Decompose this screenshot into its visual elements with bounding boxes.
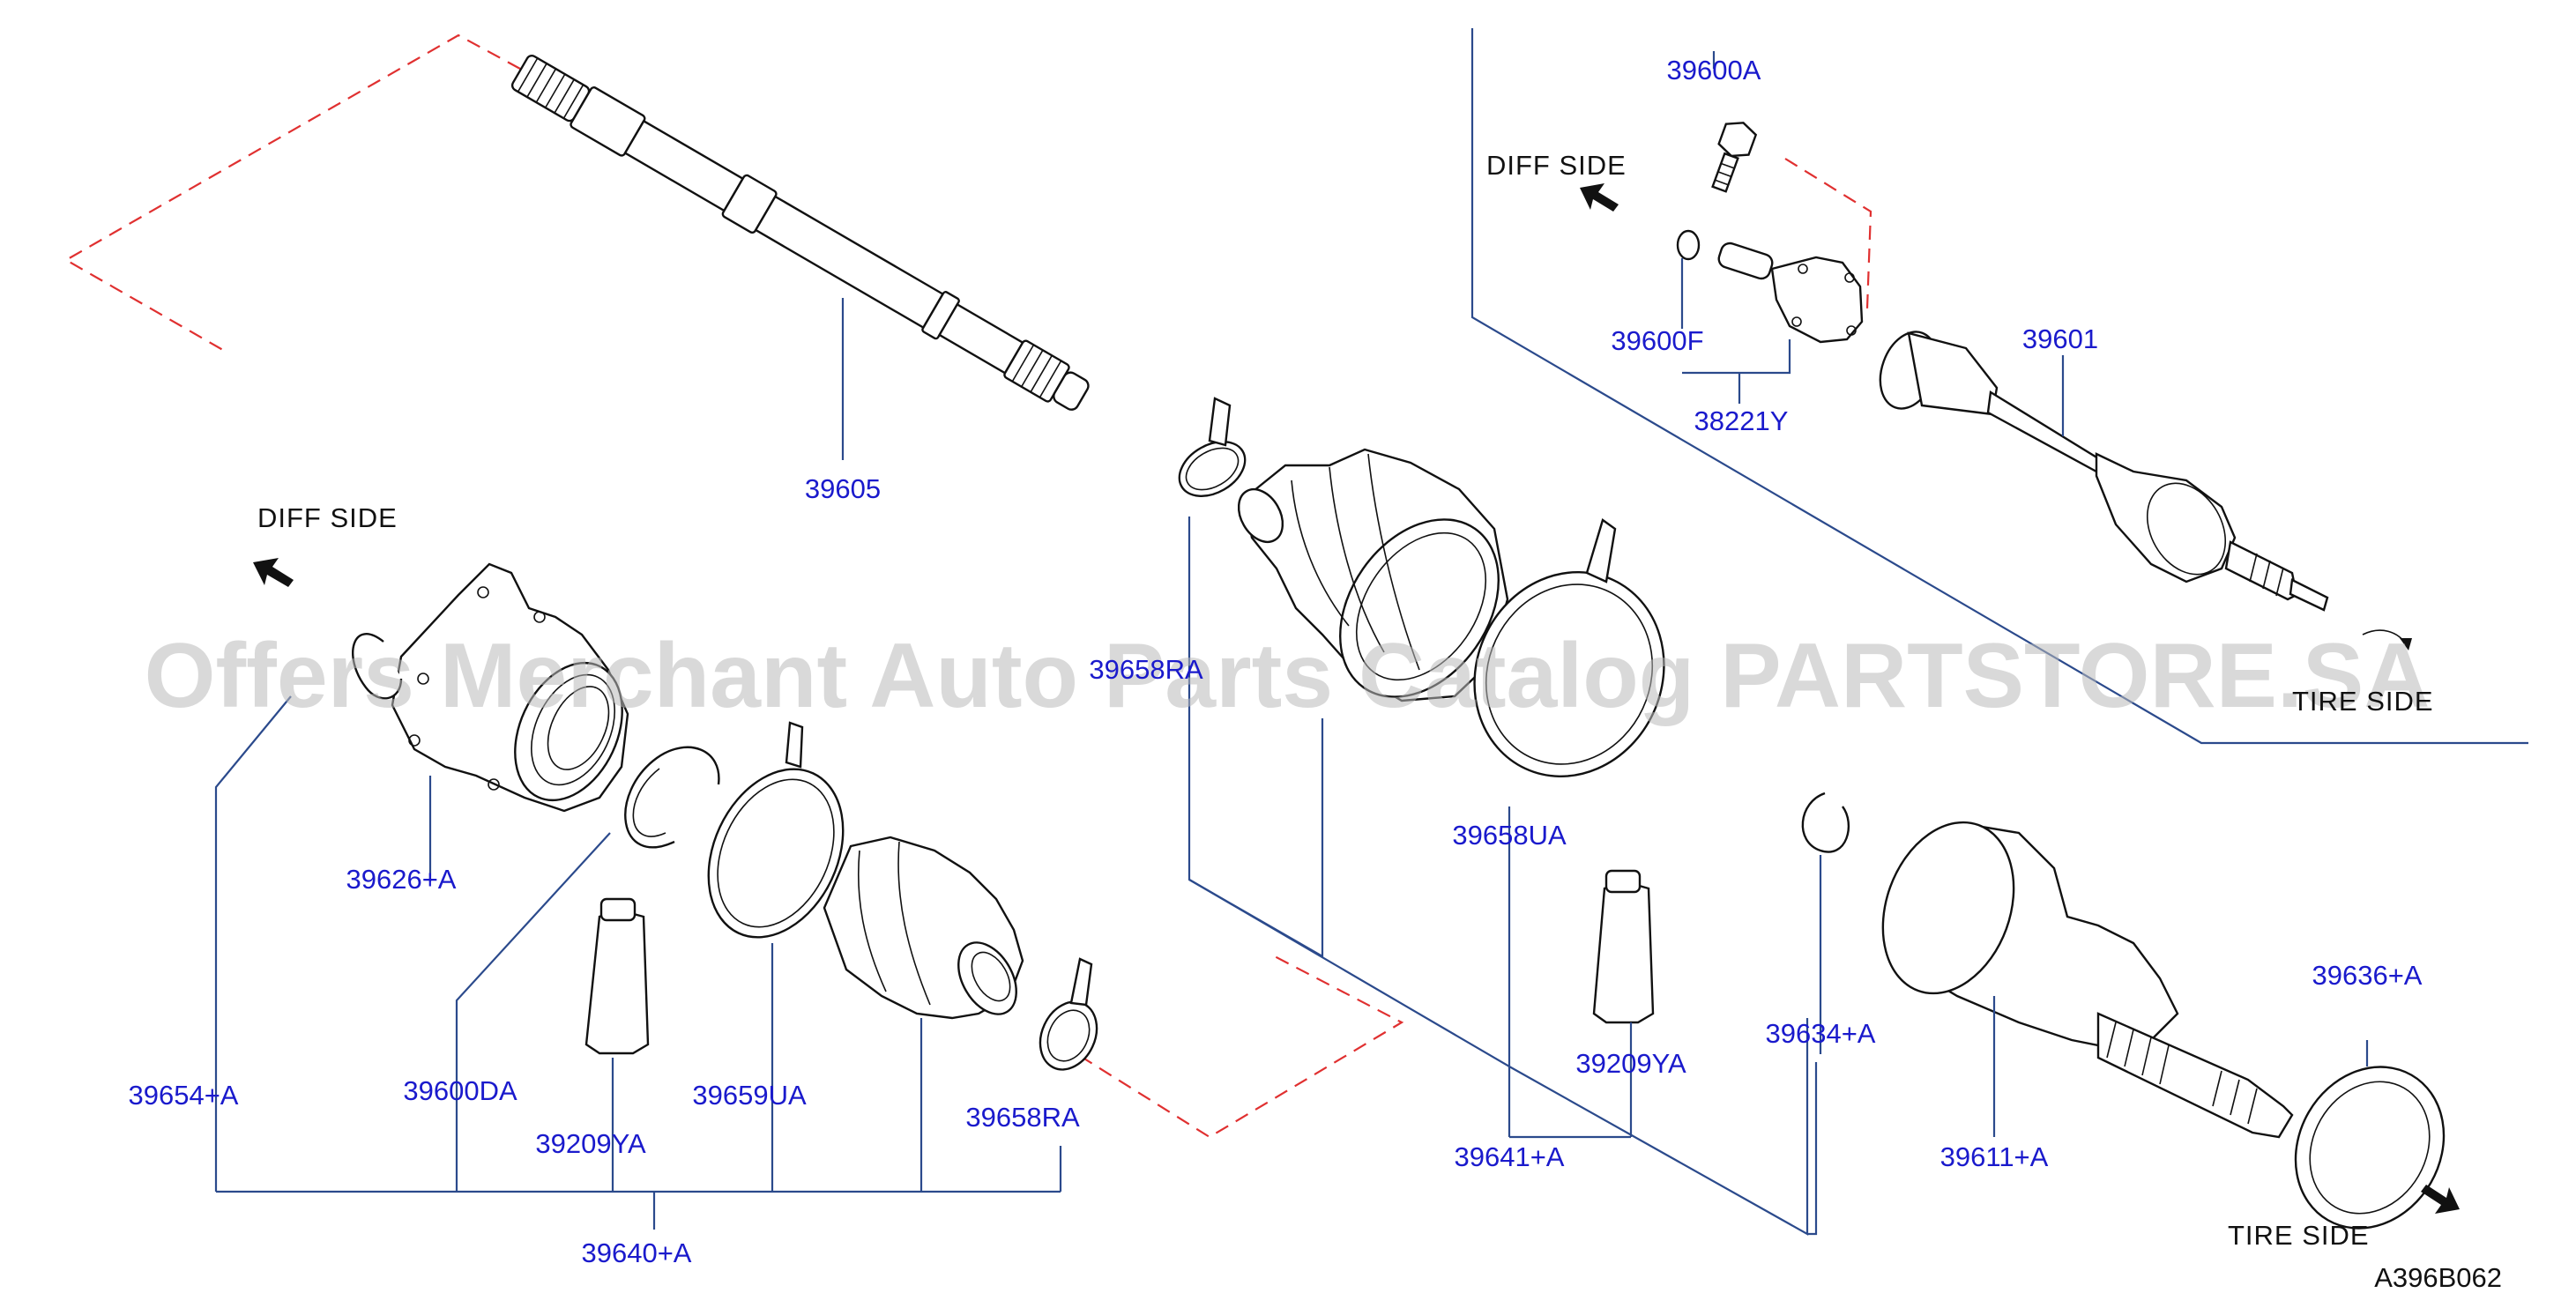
axle-shaft (510, 54, 1090, 411)
circlip-inner (352, 633, 403, 700)
part-label-boot-band-small-upper: 39658RA (1089, 654, 1203, 685)
part-label-inset-flange: 38221Y (1694, 405, 1789, 436)
leader-lines (214, 51, 2369, 1236)
outer-joint (1881, 821, 2294, 1139)
part-label-dust-seal: 39636+A (2312, 960, 2423, 991)
diff-side-arrow-icon (253, 558, 294, 587)
part-label-circlip-inner: 39654+A (129, 1080, 239, 1111)
phantom-lines (63, 33, 1872, 1139)
dust-seal (2294, 1066, 2446, 1230)
part-label-inner-joint-repair-kit: 39640+A (582, 1237, 692, 1268)
part-label-boot-band-large-upper: 39658UA (1452, 820, 1567, 851)
part-label-inset-bolt: 39600A (1667, 55, 1761, 85)
boot-band-large-upper (1473, 518, 1665, 777)
phantom-line-shaft-end (63, 33, 521, 353)
part-label-inset-oring: 39600F (1611, 325, 1703, 356)
inset-flange (1717, 242, 1864, 344)
inset-oring (1676, 229, 1701, 261)
outer-boot (1237, 448, 1509, 702)
part-label-boot-band-small-lower: 39658RA (965, 1102, 1080, 1133)
part-label-outer-joint-repair-kit: 39641+A (1455, 1141, 1565, 1172)
part-label-inner-housing: 39626+A (346, 864, 457, 895)
diff-side-label: DIFF SIDE (257, 502, 398, 533)
boot-band-small-lower (1039, 957, 1098, 1071)
inset-border (1470, 28, 2528, 745)
inset-bolt (1711, 122, 1758, 193)
boot-band-small-upper (1178, 397, 1247, 497)
tire-side-inset-label: TIRE SIDE (2292, 686, 2434, 717)
snap-ring (1801, 791, 1850, 853)
direction-arrows (253, 183, 2460, 1214)
diff-side-inset-label: DIFF SIDE (1486, 150, 1627, 181)
part-label-inset-drive-shaft: 39601 (2022, 323, 2098, 354)
grease-tube-right (1592, 869, 1655, 1024)
boot-band-large-lower (707, 721, 845, 939)
diff-side-inset-arrow-icon (1580, 183, 1619, 212)
inset-drive-shaft (1879, 331, 2329, 612)
inner-ring (624, 746, 720, 849)
part-label-inner-ring: 39600DA (403, 1075, 517, 1106)
figure-code: A396B062 (2374, 1262, 2502, 1293)
part-label-grease-tube-right: 39209YA (1575, 1048, 1686, 1079)
grease-tube-left (584, 897, 650, 1055)
tire-side-label: TIRE SIDE (2228, 1220, 2370, 1251)
part-label-shaft: 39605 (805, 473, 881, 504)
part-label-boot-band-large-lower: 39659UA (692, 1080, 807, 1111)
part-label-grease-tube-left: 39209YA (535, 1128, 646, 1159)
part-number-labels: 39605 39658RA 39658UA 39634+A 39209YA 39… (129, 55, 2423, 1268)
tire-side-arrow-icon (2421, 1185, 2460, 1214)
watermark: Offers Merchant Auto Parts Catalog PARTS… (145, 625, 2431, 727)
phantom-line-inset-bolt (1784, 158, 1872, 309)
inner-joint-housing (391, 562, 629, 813)
part-label-outer-joint: 39611+A (1940, 1141, 2049, 1172)
inner-boot (823, 836, 1024, 1020)
phantom-line-lower-joint (1079, 953, 1404, 1139)
part-label-snap-ring: 39634+A (1766, 1018, 1876, 1049)
